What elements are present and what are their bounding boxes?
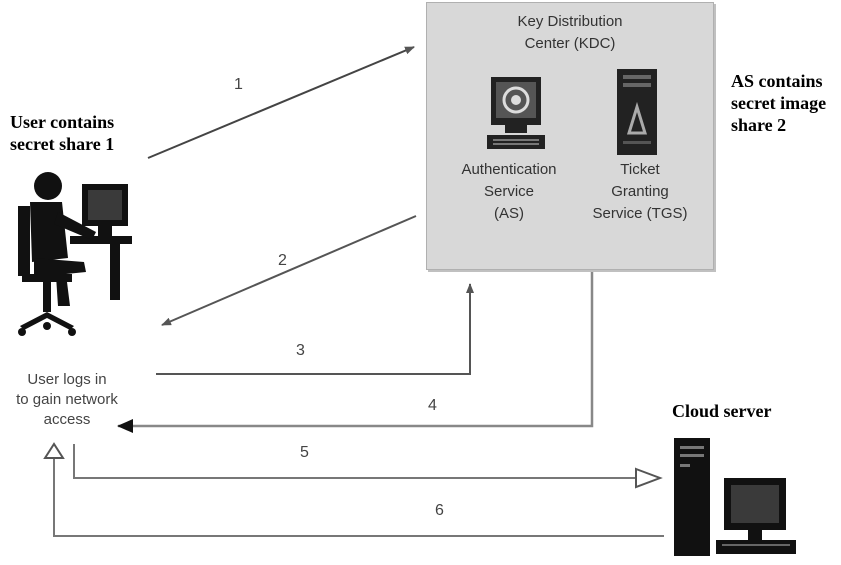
user-share-label: User contains secret share 1	[10, 111, 114, 155]
kdc-box: Key Distribution Center (KDC) Authentica…	[426, 2, 714, 270]
arrow-5-head	[636, 469, 660, 487]
arrow-6	[54, 458, 664, 536]
user-logs-label: User logs in to gain network access	[4, 370, 130, 430]
ticket-server-icon	[615, 67, 659, 157]
step-2-label: 2	[278, 252, 287, 270]
arrow-4	[118, 270, 592, 426]
tgs-label: Ticket Granting Service (TGS)	[573, 159, 707, 225]
as-share-label: AS contains secret image share 2	[731, 70, 826, 136]
arrow-2	[162, 216, 416, 325]
arrow-1	[148, 47, 414, 158]
step-6-label: 6	[435, 502, 444, 520]
arrow-3	[156, 284, 470, 374]
step-5-label: 5	[300, 444, 309, 462]
step-4-label: 4	[428, 397, 437, 415]
as-label: Authentication Service (AS)	[445, 159, 573, 225]
arrow-6-head	[45, 444, 63, 458]
cloud-server-label: Cloud server	[672, 400, 771, 422]
step-3-label: 3	[296, 342, 305, 360]
step-1-label: 1	[234, 76, 243, 94]
authentication-computer-icon	[485, 75, 547, 151]
user-at-computer-icon	[14, 166, 134, 346]
kdc-title: Key Distribution Center (KDC)	[427, 11, 713, 55]
arrow-5	[74, 444, 636, 478]
cloud-server-icon	[660, 430, 800, 562]
